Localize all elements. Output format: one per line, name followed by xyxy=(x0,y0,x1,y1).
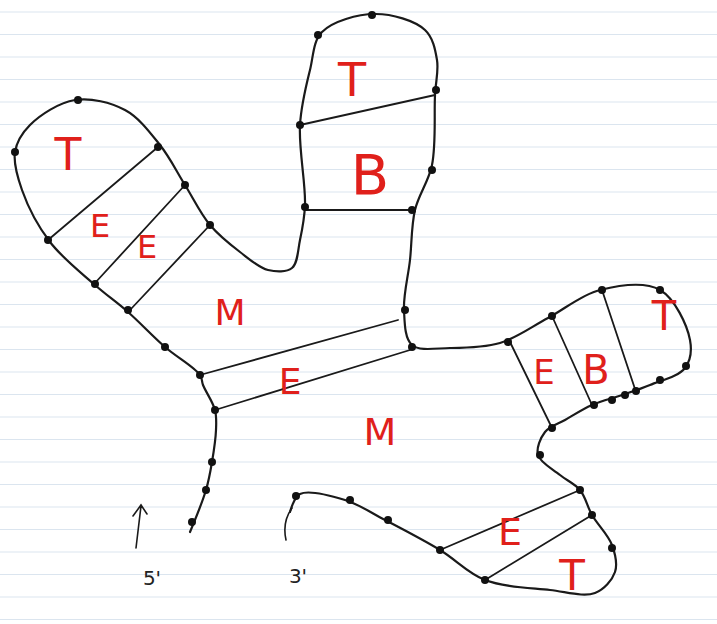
base-pair xyxy=(215,350,410,410)
nucleotide-dot xyxy=(408,343,416,351)
base-pair xyxy=(440,490,580,550)
nucleotide-dot xyxy=(432,86,440,94)
loop-label: E xyxy=(137,231,157,263)
nucleotide-dot xyxy=(632,387,640,395)
nucleotide-dot xyxy=(154,143,162,151)
nucleotide-dot xyxy=(428,166,436,174)
ruled-line xyxy=(0,394,717,395)
nucleotide-dot xyxy=(590,401,598,409)
ruled-line xyxy=(0,327,717,328)
ruled-line xyxy=(0,259,717,260)
nucleotide-dot xyxy=(656,286,664,294)
nucleotide-dot xyxy=(11,148,19,156)
nucleotide-dot xyxy=(188,518,196,526)
loop-label: E xyxy=(90,210,110,242)
ruled-line xyxy=(0,552,717,553)
loop-label: T xyxy=(652,296,676,336)
ruled-line xyxy=(0,34,717,35)
ruled-line xyxy=(0,484,717,485)
end-arrow xyxy=(133,505,147,548)
nucleotide-dot xyxy=(481,576,489,584)
loop-label: B xyxy=(582,350,609,390)
nucleotide-dot xyxy=(656,376,664,384)
nucleotide-dot xyxy=(608,396,616,404)
ruled-line xyxy=(0,574,717,575)
loop-label: B xyxy=(351,147,389,203)
nucleotide-dot xyxy=(208,458,216,466)
nucleotide-dot xyxy=(74,96,82,104)
ruled-line xyxy=(0,124,717,125)
nucleotide-dot xyxy=(598,286,606,294)
base-pair xyxy=(305,209,415,211)
nucleotide-dot xyxy=(161,343,169,351)
nucleotide-dot xyxy=(588,511,596,519)
loop-label: T xyxy=(55,133,82,177)
nucleotide-dot xyxy=(576,486,584,494)
nucleotide-dot xyxy=(408,206,416,214)
nucleotide-dot xyxy=(124,306,132,314)
ruled-line xyxy=(0,282,717,283)
loop-label: T xyxy=(559,555,585,597)
loop-label: T xyxy=(338,57,366,103)
nucleotide-dot xyxy=(202,486,210,494)
ruled-line xyxy=(0,304,717,305)
nucleotide-dot xyxy=(91,280,99,288)
end-arrow xyxy=(285,508,292,540)
ruled-line xyxy=(0,417,717,418)
nucleotide-dot xyxy=(504,338,512,346)
ruled-line xyxy=(0,597,717,598)
loop-label: E xyxy=(533,355,554,389)
ruled-line xyxy=(0,12,717,13)
rna-backbone xyxy=(15,14,691,595)
loop-label: M xyxy=(214,295,245,331)
nucleotide-dot xyxy=(314,31,322,39)
nucleotide-dot xyxy=(548,424,556,432)
nucleotide-dot xyxy=(211,406,219,414)
base-pair xyxy=(300,95,435,125)
nucleotide-dot xyxy=(181,181,189,189)
nucleotide-dot xyxy=(301,203,309,211)
nucleotide-dot xyxy=(368,11,376,19)
nucleotide-dot xyxy=(682,362,690,370)
ruled-line xyxy=(0,619,717,620)
nucleotide-dot xyxy=(401,306,409,314)
nucleotide-dot xyxy=(384,516,392,524)
nucleotide-dot xyxy=(44,236,52,244)
nucleotide-dot xyxy=(196,371,204,379)
nucleotide-dot xyxy=(548,312,556,320)
ruled-line xyxy=(0,529,717,530)
nucleotide-dot xyxy=(621,391,629,399)
loop-label: E xyxy=(279,364,302,400)
end-label: 5' xyxy=(143,568,161,588)
loop-label: M xyxy=(364,413,397,451)
nucleotide-dot xyxy=(206,221,214,229)
end-label: 3' xyxy=(289,566,307,586)
ruled-line xyxy=(0,439,717,440)
nucleotide-dot xyxy=(608,544,616,552)
base-pair xyxy=(130,225,210,310)
nucleotide-dot xyxy=(296,121,304,129)
nucleotide-dot xyxy=(346,496,354,504)
ruled-line xyxy=(0,462,717,463)
nucleotide-dot xyxy=(292,492,300,500)
nucleotide-dot xyxy=(536,451,544,459)
loop-label: E xyxy=(498,513,522,551)
nucleotide-dot xyxy=(436,546,444,554)
